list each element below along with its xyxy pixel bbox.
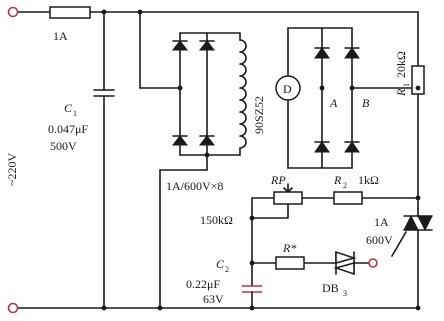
diode-icon xyxy=(171,135,189,146)
node-b-label: B xyxy=(362,96,370,110)
field-winding-inductor xyxy=(239,32,247,156)
capacitor-c1 xyxy=(93,11,115,309)
motor-letter: D xyxy=(283,82,292,96)
junction-dot xyxy=(319,85,325,91)
diac-db3 xyxy=(333,250,357,276)
trigger-branch xyxy=(251,217,370,287)
junction-dot xyxy=(349,85,355,91)
c1-letter: C xyxy=(64,101,73,115)
supply-voltage-label: ~220V xyxy=(5,153,19,186)
diode-icon xyxy=(314,47,330,59)
resistor-r2 xyxy=(333,191,419,205)
input-terminal-top[interactable] xyxy=(7,6,19,18)
rectifier-bridge-1 xyxy=(139,11,241,309)
resistor-r1 xyxy=(411,11,425,209)
junction-dot xyxy=(415,195,421,201)
motor-d xyxy=(275,75,301,101)
rstar-label: R* xyxy=(282,241,296,255)
junction-dot xyxy=(137,9,143,15)
diode-icon xyxy=(344,141,360,153)
triac xyxy=(391,207,433,309)
junction-dot xyxy=(415,305,421,311)
c1-voltage: 500V xyxy=(50,139,77,153)
potentiometer-rp xyxy=(251,183,335,219)
diode-icon xyxy=(198,40,216,51)
junction-dot xyxy=(101,305,107,311)
motor-model-label: 90SZ52 xyxy=(252,96,266,134)
diode-icon xyxy=(171,40,189,51)
junction-dot xyxy=(249,260,255,266)
junction-dot xyxy=(101,9,107,15)
r1-letter: R xyxy=(394,88,408,97)
rp-value: 150kΩ xyxy=(200,213,233,227)
c2-value: 0.22μF xyxy=(186,277,220,291)
junction-dot xyxy=(249,305,255,311)
c1-value: 0.047μF xyxy=(48,122,88,136)
diode-icon xyxy=(344,47,360,59)
input-terminal-bottom[interactable] xyxy=(7,302,19,314)
gate-terminal[interactable] xyxy=(368,258,378,268)
diode-icon xyxy=(198,135,216,146)
capacitor-c2 xyxy=(242,285,262,309)
r2-subscript: 2 xyxy=(343,181,347,190)
junction-dot xyxy=(157,305,163,311)
diode-icon xyxy=(314,141,330,153)
db-letter: DB xyxy=(322,281,339,295)
junction-dot xyxy=(177,85,183,91)
c2-letter: C xyxy=(216,257,225,271)
junction-dot xyxy=(204,152,210,158)
c2-voltage: 63V xyxy=(203,292,224,306)
fuse-rating-label: 1A xyxy=(53,29,68,43)
node-a-label: A xyxy=(329,96,338,110)
r2-letter: R xyxy=(333,173,342,187)
rp-letter: RP xyxy=(270,173,286,187)
fuse xyxy=(49,6,91,19)
db-subscript: 3 xyxy=(343,289,347,298)
r2-value: 1kΩ xyxy=(358,173,379,187)
triac-voltage: 600V xyxy=(366,233,393,247)
resistor-rstar xyxy=(275,256,305,270)
r1-value: 20kΩ xyxy=(394,51,408,78)
bridge-rating-label: 1A/600V×8 xyxy=(166,179,223,193)
triac-current: 1A xyxy=(374,215,389,229)
c1-subscript: 1 xyxy=(73,109,77,118)
r1-subscript: 1 xyxy=(402,83,411,87)
c2-subscript: 2 xyxy=(225,265,229,274)
junction-dot xyxy=(415,85,421,91)
